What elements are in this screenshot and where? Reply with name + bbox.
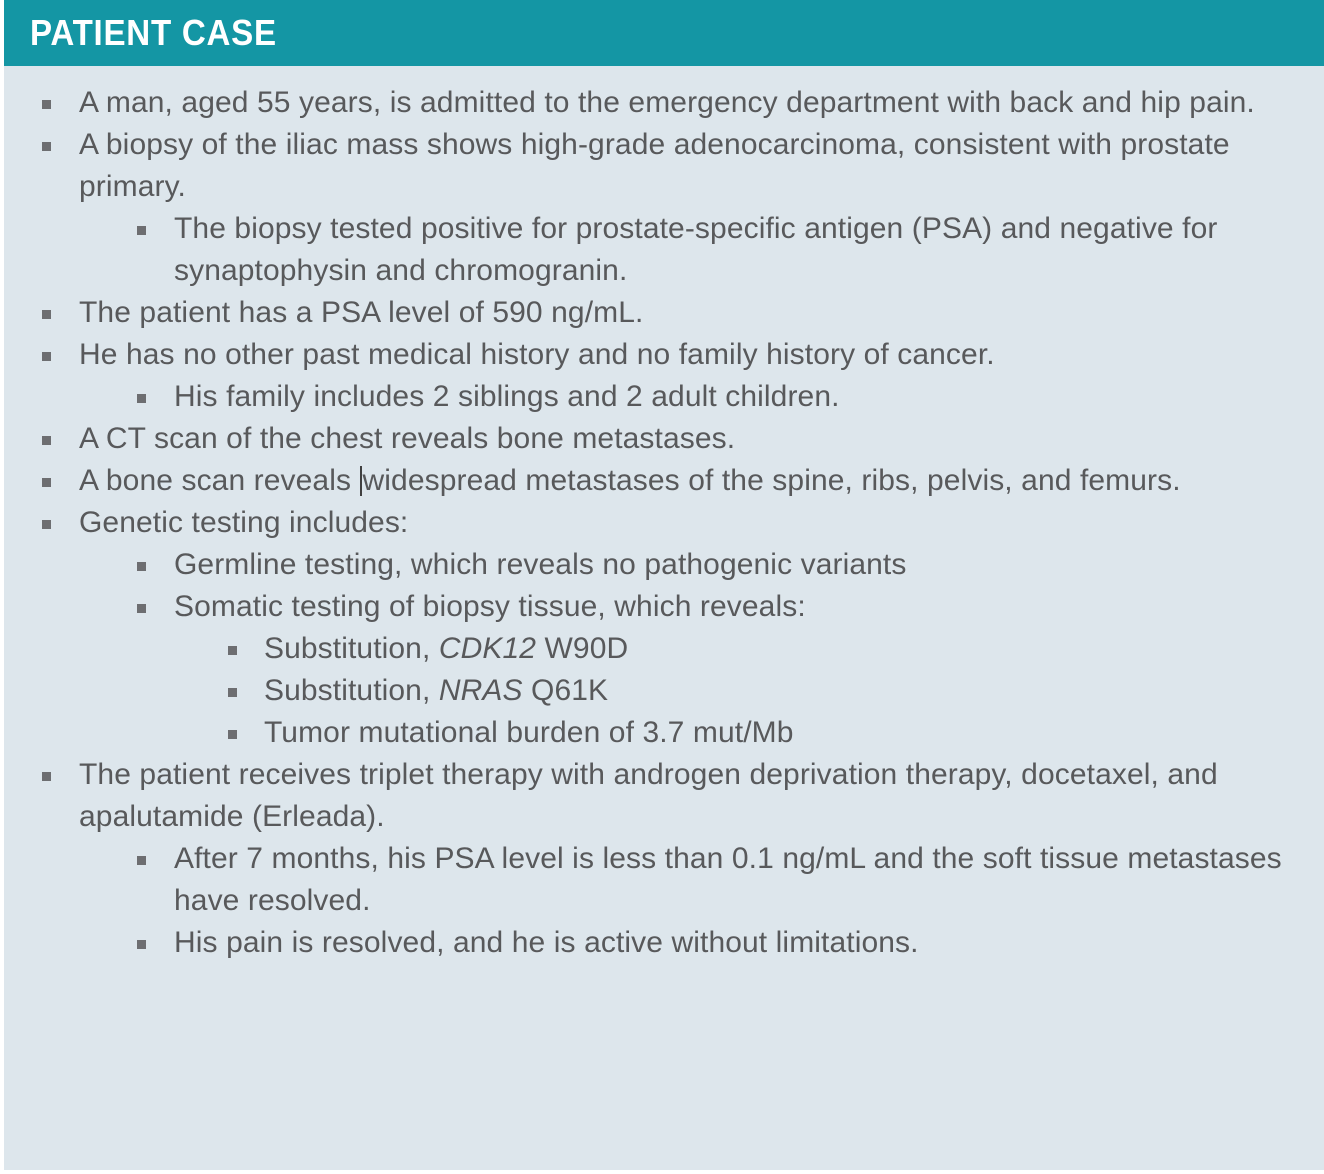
- case-bullet-text: The biopsy tested positive for prostate-…: [174, 212, 1218, 287]
- case-bullet-text: Substitution, NRAS Q61K: [264, 674, 608, 707]
- bullet-square-icon: [42, 436, 51, 445]
- bullet-text-after-caret: widespread metastases of the spine, ribs…: [362, 464, 1181, 497]
- case-bullet-text: Somatic testing of biopsy tissue, which …: [174, 590, 806, 623]
- bullet-text-suffix: Q61K: [522, 674, 609, 707]
- case-bullet-text: A man, aged 55 years, is admitted to the…: [79, 86, 1255, 119]
- case-bullet-level-1: He has no other past medical history and…: [4, 334, 1294, 376]
- bullet-square-icon: [42, 142, 51, 151]
- bullet-square-icon: [42, 772, 51, 781]
- case-bullet-level-3: Substitution, NRAS Q61K: [4, 670, 1294, 712]
- case-bullet-text: His family includes 2 siblings and 2 adu…: [174, 380, 840, 413]
- case-bullet-level-2: After 7 months, his PSA level is less th…: [4, 838, 1294, 922]
- case-bullet-text: Substitution, CDK12 W90D: [264, 632, 628, 665]
- bullet-text-prefix: Substitution,: [264, 674, 439, 707]
- bullet-square-icon: [228, 646, 237, 655]
- bullet-text-suffix: W90D: [536, 632, 629, 665]
- bullet-square-icon: [137, 940, 146, 949]
- bullet-square-icon: [42, 520, 51, 529]
- patient-case-header-bar: PATIENT CASE: [4, 0, 1324, 66]
- case-bullet-level-2: Germline testing, which reveals no patho…: [4, 544, 1294, 586]
- case-bullet-text: Tumor mutational burden of 3.7 mut/Mb: [264, 716, 794, 749]
- case-bullet-list: A man, aged 55 years, is admitted to the…: [4, 82, 1294, 964]
- gene-name: NRAS: [438, 674, 523, 707]
- case-bullet-level-1: The patient has a PSA level of 590 ng/mL…: [4, 292, 1294, 334]
- case-bullet-text: The patient receives triplet therapy wit…: [79, 758, 1218, 833]
- case-bullet-text: His pain is resolved, and he is active w…: [174, 926, 919, 959]
- case-bullet-text: Germline testing, which reveals no patho…: [174, 548, 907, 581]
- case-bullet-text: After 7 months, his PSA level is less th…: [174, 842, 1282, 917]
- case-bullet-level-1: The patient receives triplet therapy wit…: [4, 754, 1294, 838]
- case-bullet-text: Genetic testing includes:: [79, 506, 409, 539]
- bullet-square-icon: [42, 478, 51, 487]
- page-title: PATIENT CASE: [30, 12, 277, 53]
- case-bullet-text: A bone scan reveals widespread metastase…: [79, 464, 1181, 497]
- gene-name: CDK12: [438, 632, 537, 665]
- case-bullet-level-1: Genetic testing includes:: [4, 502, 1294, 544]
- case-bullet-level-2: Somatic testing of biopsy tissue, which …: [4, 586, 1294, 628]
- patient-case-body: A man, aged 55 years, is admitted to the…: [4, 66, 1324, 964]
- case-bullet-level-3: Tumor mutational burden of 3.7 mut/Mb: [4, 712, 1294, 754]
- case-bullet-level-2: The biopsy tested positive for prostate-…: [4, 208, 1294, 292]
- case-bullet-level-3: Substitution, CDK12 W90D: [4, 628, 1294, 670]
- bullet-square-icon: [42, 310, 51, 319]
- case-bullet-text: He has no other past medical history and…: [79, 338, 995, 371]
- case-bullet-text: A biopsy of the iliac mass shows high-gr…: [79, 128, 1230, 203]
- text-cursor-caret[interactable]: [359, 466, 362, 496]
- bullet-text-prefix: Substitution,: [264, 632, 439, 665]
- case-bullet-level-1: A CT scan of the chest reveals bone meta…: [4, 418, 1294, 460]
- bullet-square-icon: [42, 100, 51, 109]
- bullet-square-icon: [137, 604, 146, 613]
- bullet-text-before-caret: A bone scan reveals: [79, 464, 360, 497]
- case-bullet-level-1: A man, aged 55 years, is admitted to the…: [4, 82, 1294, 124]
- bullet-square-icon: [137, 562, 146, 571]
- case-bullet-level-1: A biopsy of the iliac mass shows high-gr…: [4, 124, 1294, 208]
- case-bullet-level-1: A bone scan reveals widespread metastase…: [4, 460, 1294, 502]
- bullet-square-icon: [137, 856, 146, 865]
- bullet-square-icon: [228, 688, 237, 697]
- case-bullet-text: A CT scan of the chest reveals bone meta…: [79, 422, 736, 455]
- bullet-square-icon: [42, 352, 51, 361]
- bullet-square-icon: [137, 394, 146, 403]
- case-bullet-text: The patient has a PSA level of 590 ng/mL…: [79, 296, 644, 329]
- case-bullet-level-2: His pain is resolved, and he is active w…: [4, 922, 1294, 964]
- case-bullet-level-2: His family includes 2 siblings and 2 adu…: [4, 376, 1294, 418]
- bullet-square-icon: [137, 226, 146, 235]
- bullet-square-icon: [228, 730, 237, 739]
